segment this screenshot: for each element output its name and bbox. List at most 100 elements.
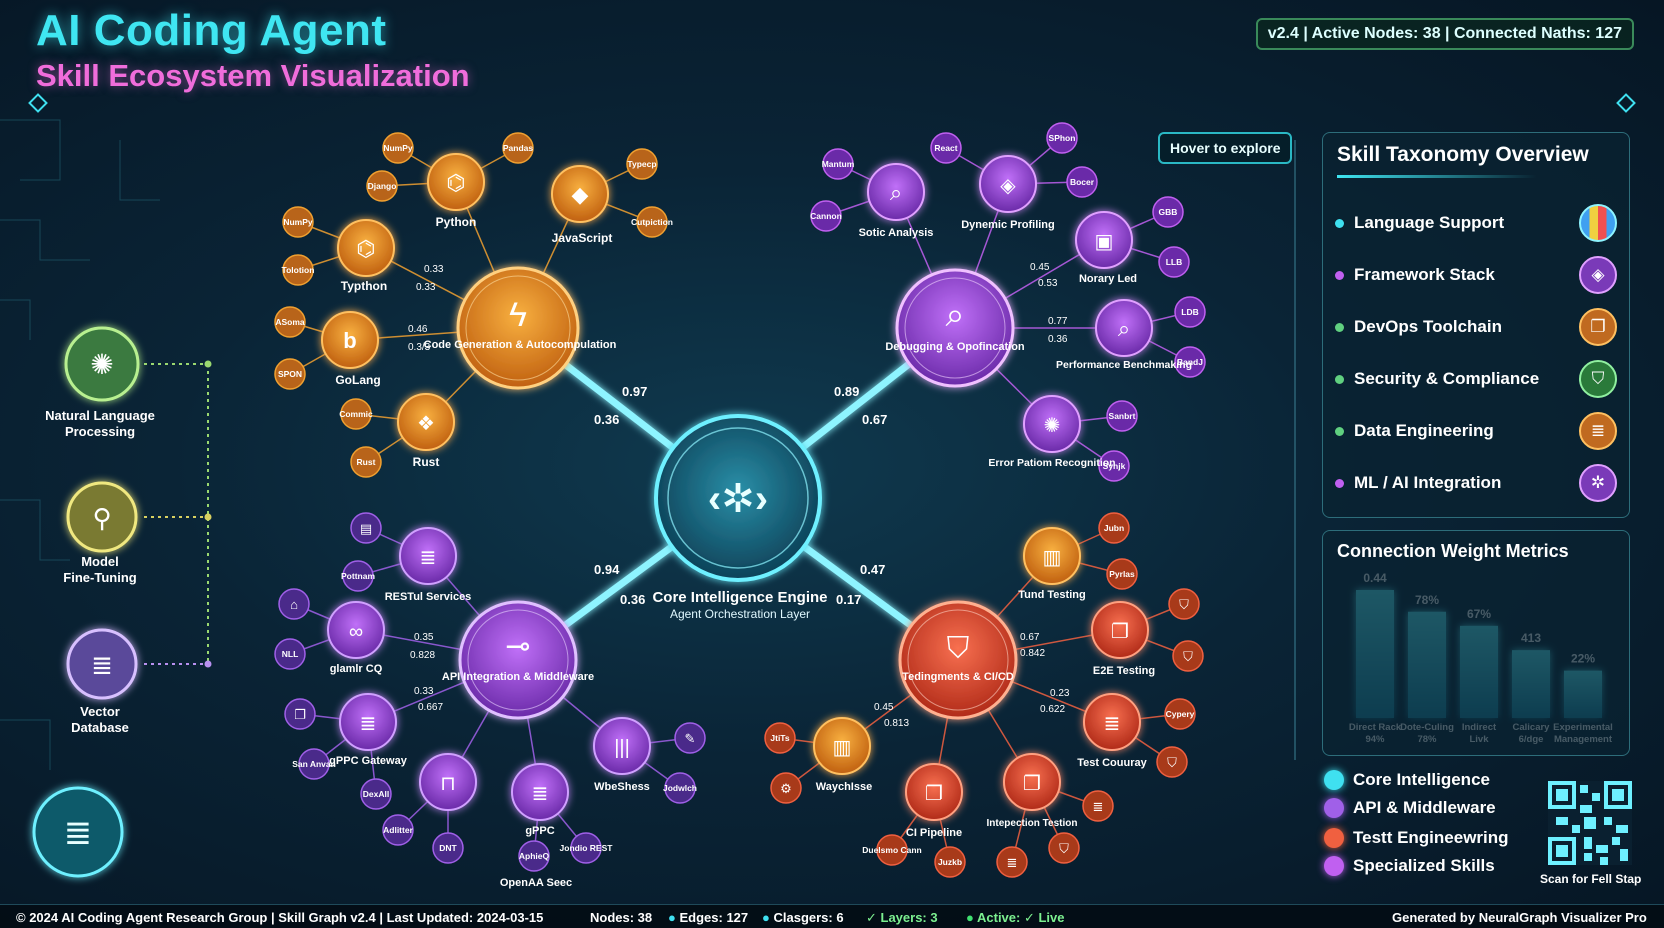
panel-divider: [1294, 140, 1296, 760]
spec-finetune-node: [66, 481, 138, 553]
legend-core: Core Intelligence: [1324, 770, 1490, 790]
svg-text:WaychIsse: WaychIsse: [816, 781, 872, 793]
database-icon: ≣: [1007, 855, 1018, 870]
core-label: Core Intelligence Engine: [652, 589, 827, 606]
footer-layers: ✓ Layers: 3: [866, 910, 938, 925]
svg-text:ASoma: ASoma: [275, 317, 305, 327]
hub-test-label: Tedingments & CI/CD: [902, 671, 1014, 683]
fox-icon: ❖: [417, 413, 435, 435]
skill-rust: [397, 393, 455, 451]
connector-icon: ⊸: [505, 630, 530, 663]
layers-icon: ◈: [1579, 256, 1617, 294]
core-node: ‹✲› Core Intelligence Engine Agent Orche…: [652, 414, 828, 621]
weight-test-a: 0.47: [860, 562, 885, 577]
cluster-api: 0.35 0.828 0.33 0.667 ▤ Pottnam ⌂ NLL ❐ …: [274, 512, 706, 889]
svg-text:WbeShess: WbeShess: [594, 781, 650, 793]
qr-code[interactable]: [1548, 780, 1632, 866]
codegen-leaf-cutpiction: [636, 206, 668, 238]
footer-credit: © 2024 AI Coding Agent Research Group | …: [16, 910, 544, 925]
taxonomy-item-language[interactable]: Language Support: [1335, 203, 1617, 243]
cluster-codegen: 0.33 0.33 0.46 0.3/3 NumPy Django Pandas…: [274, 132, 673, 478]
hub-debug: [895, 268, 1015, 388]
python-icon: ⌬: [356, 236, 375, 261]
profiling-icon: ◈: [1000, 175, 1016, 197]
svg-text:Dynemic Profiling: Dynemic Profiling: [961, 219, 1055, 231]
svg-text:AphieQ: AphieQ: [519, 851, 550, 861]
weight-debug-a: 0.89: [834, 384, 859, 399]
svg-text:0.828: 0.828: [410, 650, 435, 661]
database-icon: ≣: [91, 650, 113, 680]
skill-plug: [419, 753, 477, 811]
taxonomy-item-ml[interactable]: ML / AI Integration ✲: [1335, 463, 1617, 503]
brain-icon: ✺: [90, 349, 113, 380]
footer-clusters: ● Clasgers: 6: [762, 910, 844, 925]
svg-text:Cutpiction: Cutpiction: [631, 217, 673, 227]
shield-icon: ⛉: [1167, 755, 1177, 770]
test-icon: ▥: [1043, 547, 1062, 569]
svg-text:Norary Led: Norary Led: [1079, 273, 1137, 285]
cluster-test: 0.67 0.842 0.23 0.622 0.45 0.813 Jubn Py…: [764, 512, 1204, 878]
skill-golang: [321, 311, 379, 369]
database-icon: ≣: [532, 783, 549, 805]
svg-text:0.53: 0.53: [1038, 278, 1058, 289]
taxonomy-item-framework[interactable]: Framework Stack ◈: [1335, 255, 1617, 295]
codegen-leaf-numpy-2: [282, 206, 314, 238]
svg-text:DexAll: DexAll: [363, 789, 389, 799]
svg-text:Sotic Analysis: Sotic Analysis: [859, 227, 934, 239]
spec-finetune-label: Model: [81, 554, 119, 569]
svg-text:GBB: GBB: [1159, 207, 1178, 217]
skill-error-pattern: [1023, 395, 1081, 453]
svg-text:Adlitter: Adlitter: [383, 825, 413, 835]
taxonomy-title: Skill Taxonomy Overview: [1337, 143, 1589, 166]
skill-javascript-label: JavaScript: [552, 231, 613, 245]
footer-edges: ● Edges: 127: [668, 910, 749, 925]
svg-text:0.45: 0.45: [874, 702, 894, 713]
hub-api-label: API Integration & Middleware: [442, 671, 594, 683]
tuning-icon: ⚲: [92, 503, 111, 533]
svg-text:BandJ: BandJ: [1177, 357, 1203, 367]
svg-text:Rust: Rust: [357, 457, 376, 467]
spec-nlp-label: Natural Language: [45, 408, 155, 423]
spec-nlp-node: [64, 326, 140, 402]
spec-vector-node: [66, 628, 138, 700]
spec-nlp-label-2: Processing: [65, 424, 135, 439]
codegen-inner-weight-2: 0.33: [416, 282, 436, 293]
plug-icon: ⊓: [440, 773, 456, 795]
svg-text:RESTul Services: RESTul Services: [385, 591, 472, 603]
spec-vector-label-2: Database: [71, 720, 129, 735]
weight-test-b: 0.17: [836, 592, 861, 607]
taxonomy-item-devops[interactable]: DevOps Toolchain ❐: [1335, 307, 1617, 347]
lightning-icon: ϟ: [509, 296, 527, 334]
svg-text:Mantum: Mantum: [822, 159, 855, 169]
svg-text:0.667: 0.667: [418, 702, 443, 713]
footer-active: ● Active: ✓ Live: [966, 910, 1065, 925]
svg-text:Django: Django: [368, 181, 397, 191]
codegen-leaf-rust: [350, 446, 382, 478]
database-icon: ≣: [1579, 412, 1617, 450]
network-icon: ✲: [1579, 464, 1617, 502]
taxonomy-item-security[interactable]: Security & Compliance ⛉: [1335, 359, 1617, 399]
codegen-leaf-typecp: [626, 148, 658, 180]
hover-explore-button[interactable]: Hover to explore: [1158, 132, 1293, 164]
svg-text:gPPC: gPPC: [525, 825, 554, 837]
page-title: AI Coding Agent: [36, 6, 387, 55]
taxonomy-panel: Skill Taxonomy Overview Language Support…: [1322, 132, 1630, 518]
weight-api-b: 0.36: [620, 592, 645, 607]
device-icon: ▣: [1095, 231, 1114, 253]
svg-text:E2E Testing: E2E Testing: [1093, 665, 1155, 677]
skill-grpc-gateway: [339, 693, 397, 751]
javascript-icon: ◆: [572, 182, 589, 207]
language-icon: [1579, 204, 1617, 242]
taxonomy-item-data[interactable]: Data Engineering ≣: [1335, 411, 1617, 451]
svg-text:Synjk: Synjk: [1103, 461, 1126, 471]
svg-text:LLB: LLB: [1166, 257, 1183, 267]
svg-text:Cannon: Cannon: [810, 211, 842, 221]
svg-text:0.77: 0.77: [1048, 316, 1068, 327]
graphql-icon: ∞: [349, 621, 363, 643]
svg-text:Intepection Testion: Intepection Testion: [987, 818, 1078, 829]
edit-icon: ✎: [685, 731, 696, 746]
svg-text:DNT: DNT: [439, 843, 457, 853]
svg-text:Typecp: Typecp: [627, 159, 656, 169]
svg-text:JtiTs: JtiTs: [770, 733, 789, 743]
skill-dynamic-profiling: [979, 155, 1037, 213]
